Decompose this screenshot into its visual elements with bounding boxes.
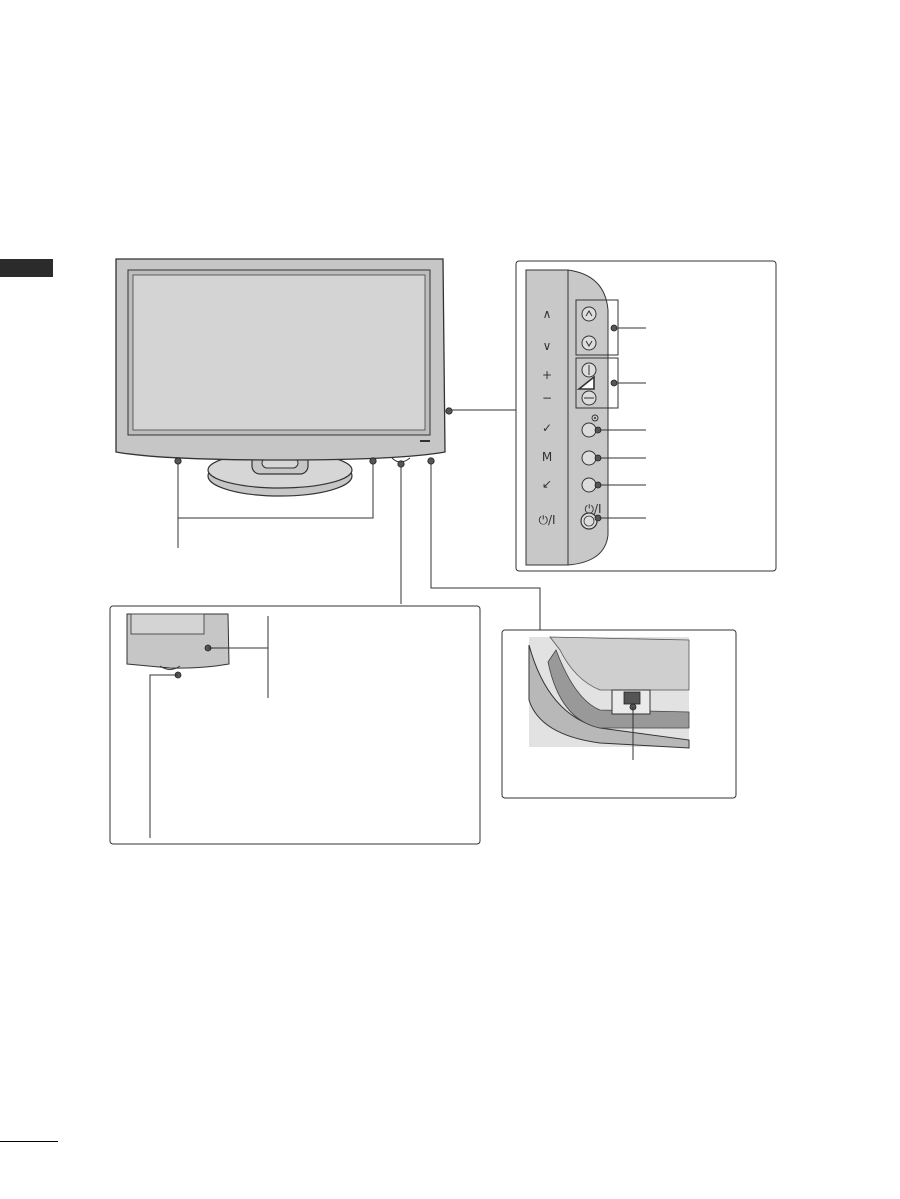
callout-dot-speaker-left — [174, 457, 182, 465]
callout-dot-speaker-right — [369, 457, 377, 465]
menu-button[interactable] — [581, 450, 597, 466]
leader-lines — [177, 409, 541, 632]
ok-button[interactable] — [581, 422, 597, 438]
channel-up-icon: ∧ — [543, 307, 552, 321]
tv-front — [115, 258, 453, 497]
channel-down-button[interactable] — [581, 335, 597, 351]
footer-rule — [0, 1141, 58, 1142]
callout-dot-intelligent-sensor — [427, 457, 435, 465]
channel-down-icon: ∨ — [543, 339, 552, 353]
power-button[interactable] — [580, 512, 598, 530]
menu-icon: M — [542, 450, 552, 464]
switch-detail-callout — [501, 629, 737, 799]
volume-up-icon: + — [542, 368, 552, 382]
callout-dot-side-panel — [445, 407, 453, 415]
input-icon: ↙ — [542, 477, 552, 491]
channel-up-button[interactable] — [581, 306, 597, 322]
callout-dot-indicator — [397, 460, 405, 468]
ir-sensor — [420, 440, 430, 442]
input-button[interactable] — [581, 477, 597, 493]
side-panel-callout: ∧ ∨ + − ✓ M ↙ ⏻/I ⏻/I — [515, 260, 777, 572]
indicator-detail-callout — [109, 605, 481, 845]
panel-button-strip — [567, 269, 609, 566]
power-icon: ⏻/I — [538, 513, 555, 527]
ok-icon: ✓ — [542, 421, 552, 435]
volume-icon — [576, 375, 595, 390]
ok-marker-icon — [591, 414, 599, 422]
volume-down-icon: − — [542, 391, 552, 405]
tv-screen — [132, 274, 426, 431]
chapter-tab — [0, 259, 53, 277]
